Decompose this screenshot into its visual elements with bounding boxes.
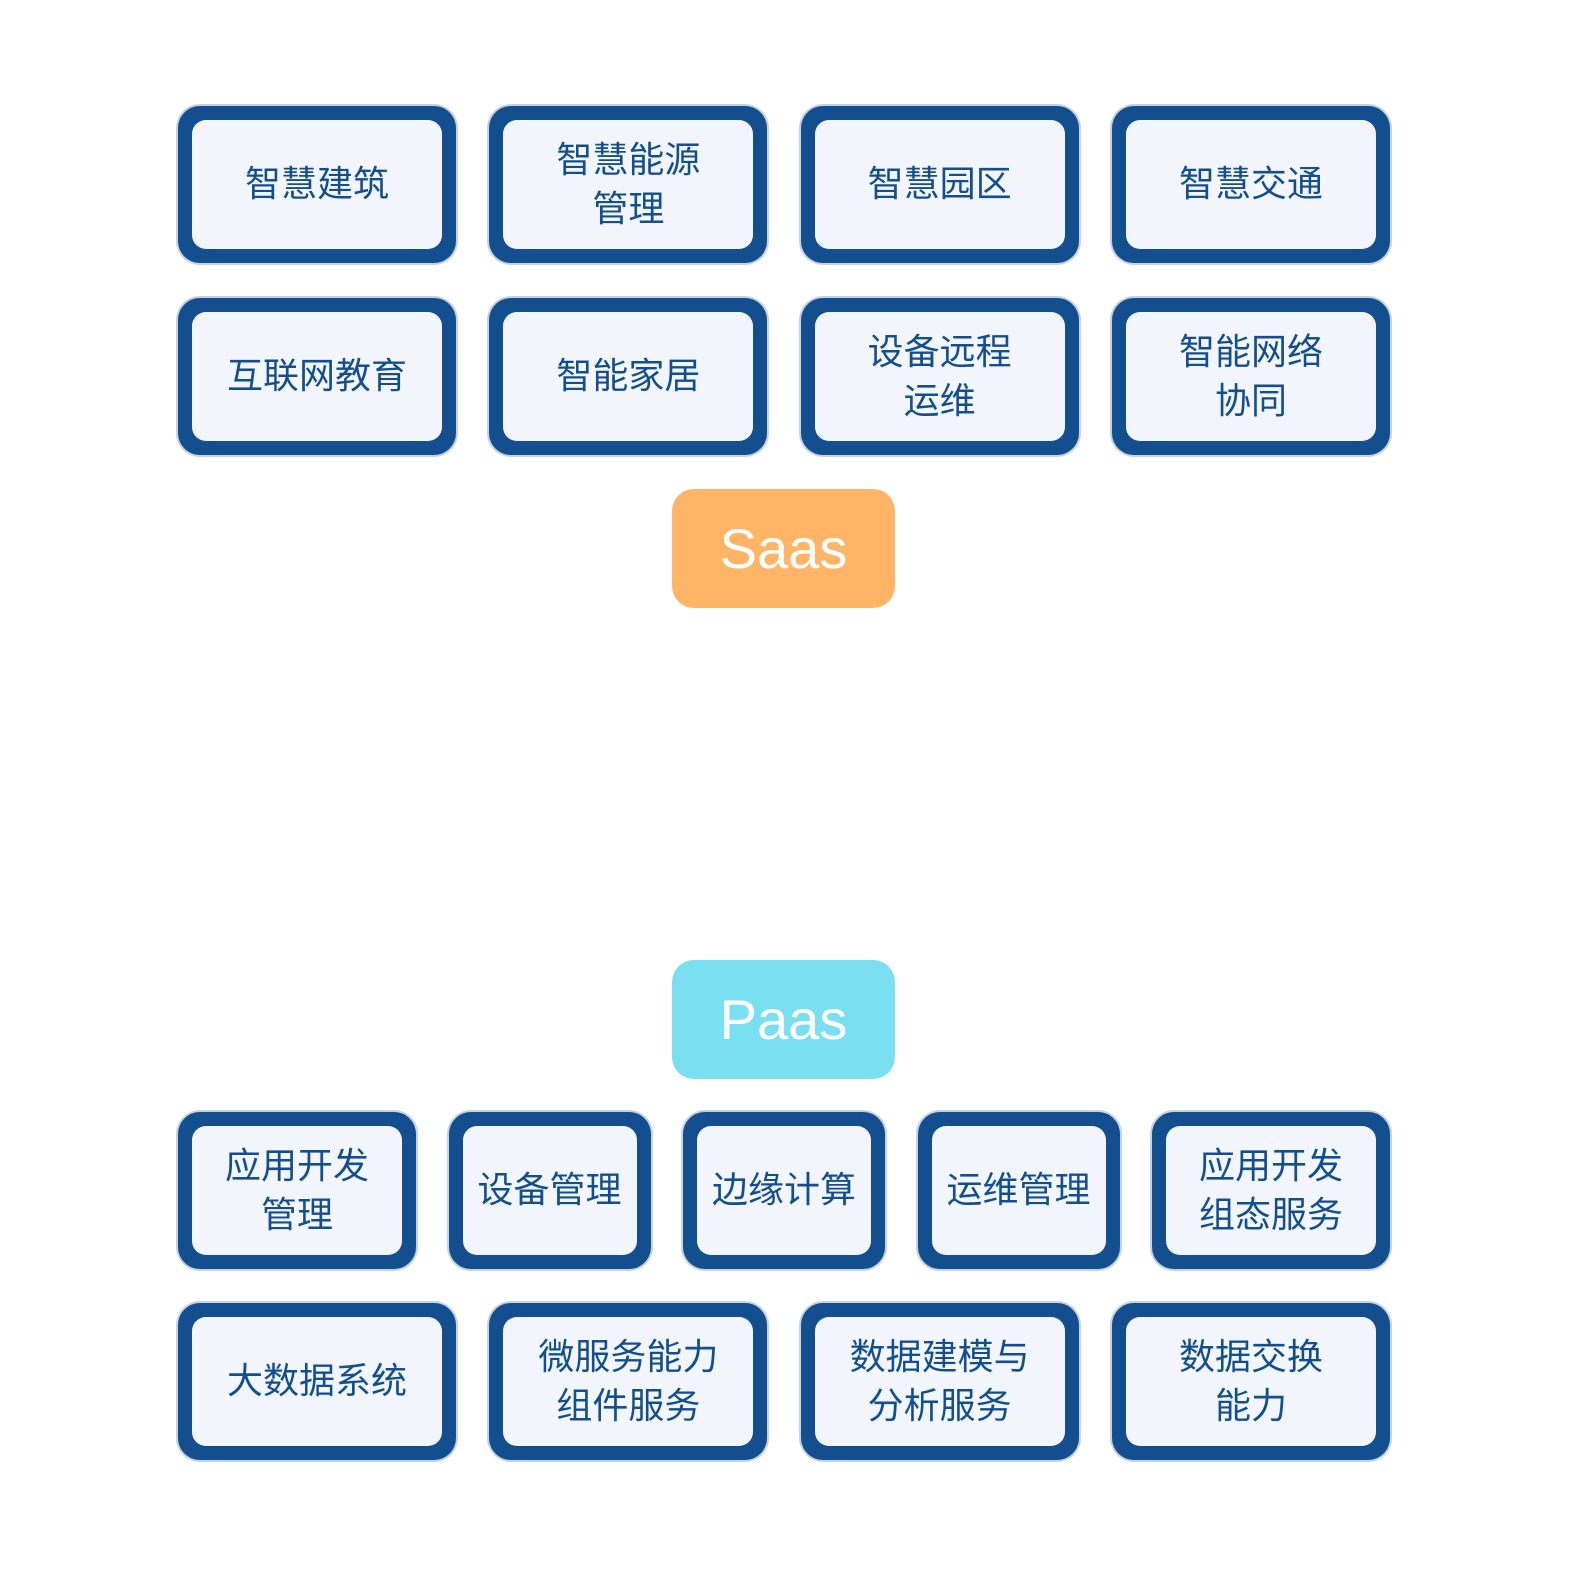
paas-box-label: 运维管理 <box>946 1170 1091 1211</box>
paas-box-app-dev-mgmt: 应用开发 管理 <box>178 1112 416 1269</box>
paas-box-big-data: 大数据系统 <box>178 1303 456 1460</box>
saas-row-2: 互联网教育 智能家居 设备远程 运维 智能网络 <box>178 298 1390 455</box>
saas-box-label: 智能网络 协同 <box>1178 331 1323 422</box>
paas-box-label: 微服务能力 组件服务 <box>538 1336 719 1427</box>
paas-box-label: 边缘计算 <box>711 1170 856 1211</box>
saas-box-label: 智慧能源 管理 <box>556 139 701 230</box>
saas-box-label: 智慧建筑 <box>244 164 389 205</box>
paas-box-label: 应用开发 组态服务 <box>1198 1145 1343 1236</box>
paas-row-1: 应用开发 管理 设备管理 边缘计算 运维管理 <box>178 1112 1390 1269</box>
saas-box-label: 互联网教育 <box>226 356 407 397</box>
saas-box-network-collab: 智能网络 协同 <box>1111 298 1390 455</box>
paas-box-ops-mgmt: 运维管理 <box>917 1112 1120 1269</box>
saas-box-remote-ops: 设备远程 运维 <box>800 298 1079 455</box>
paas-box-label: 设备管理 <box>477 1170 622 1211</box>
paas-box-label: 数据建模与 分析服务 <box>849 1336 1030 1427</box>
paas-box-edge-computing: 边缘计算 <box>683 1112 885 1269</box>
paas-box-data-modeling: 数据建模与 分析服务 <box>800 1303 1079 1460</box>
saas-box-label: 智慧交通 <box>1178 164 1323 205</box>
paas-box-data-exchange: 数据交换 能力 <box>1111 1303 1390 1460</box>
paas-box-label: 应用开发 管理 <box>224 1145 369 1236</box>
saas-box-smart-building: 智慧建筑 <box>178 106 456 263</box>
paas-box-label: 数据交换 能力 <box>1178 1336 1323 1427</box>
saas-box-smart-energy: 智慧能源 管理 <box>489 106 768 263</box>
saas-box-label: 设备远程 运维 <box>867 331 1012 422</box>
paas-tier-label: Paas <box>672 960 895 1079</box>
saas-tier-label: Saas <box>672 489 895 608</box>
saas-row-1: 智慧建筑 智慧能源 管理 智慧园区 智慧交通 <box>178 106 1390 263</box>
saas-box-smart-traffic: 智慧交通 <box>1111 106 1390 263</box>
saas-box-smart-park: 智慧园区 <box>800 106 1079 263</box>
paas-box-label: 大数据系统 <box>226 1361 407 1402</box>
saas-box-label: 智能家居 <box>556 356 701 397</box>
saas-box-smart-home: 智能家居 <box>489 298 768 455</box>
saas-box-internet-education: 互联网教育 <box>178 298 456 455</box>
paas-box-microservice: 微服务能力 组件服务 <box>489 1303 768 1460</box>
paas-row-2: 大数据系统 微服务能力 组件服务 数据建模与 分析服务 <box>178 1303 1390 1460</box>
paas-box-device-mgmt: 设备管理 <box>448 1112 651 1269</box>
saas-box-label: 智慧园区 <box>867 164 1012 205</box>
paas-box-app-config-service: 应用开发 组态服务 <box>1152 1112 1390 1269</box>
